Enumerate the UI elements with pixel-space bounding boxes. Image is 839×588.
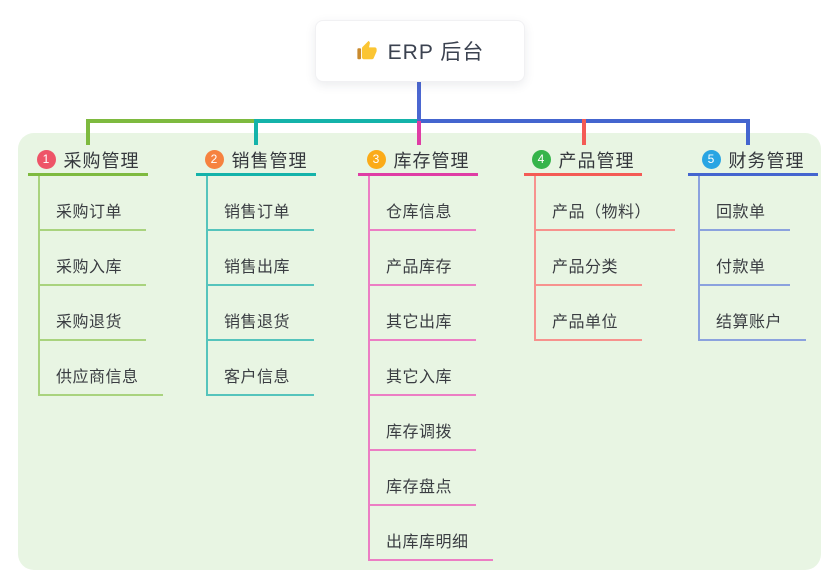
branch-label: 产品管理 [558, 150, 635, 171]
branch-children-product: 产品（物料） 产品分类 产品单位 [534, 176, 676, 341]
child-node[interactable]: 产品分类 [536, 231, 643, 286]
child-node[interactable]: 回款单 [700, 176, 790, 231]
child-node[interactable]: 库存调拨 [370, 396, 477, 451]
child-node[interactable]: 产品库存 [370, 231, 477, 286]
child-label: 结算账户 [716, 314, 783, 331]
branch-children-finance: 回款单 付款单 结算账户 [698, 176, 807, 341]
child-label: 客户信息 [224, 369, 291, 386]
child-label: 销售退货 [224, 314, 291, 331]
child-label: 其它出库 [386, 314, 453, 331]
child-label: 回款单 [716, 204, 766, 221]
child-node[interactable]: 产品（物料） [536, 176, 676, 231]
child-node[interactable]: 销售退货 [208, 286, 315, 341]
child-node[interactable]: 销售订单 [208, 176, 315, 231]
child-label: 产品（物料） [552, 204, 652, 221]
child-label: 销售出库 [224, 259, 291, 276]
child-node[interactable]: 库存盘点 [370, 451, 477, 506]
child-node[interactable]: 采购订单 [40, 176, 147, 231]
branch-title-product[interactable]: 4 产品管理 [524, 146, 642, 176]
child-node[interactable]: 采购退货 [40, 286, 147, 341]
child-label: 采购入库 [56, 259, 123, 276]
child-node[interactable]: 其它出库 [370, 286, 477, 341]
child-label: 付款单 [716, 259, 766, 276]
branch-number-badge: 3 [366, 150, 386, 169]
branch-number-badge: 5 [701, 150, 721, 169]
child-node[interactable]: 付款单 [700, 231, 790, 286]
child-node[interactable]: 客户信息 [208, 341, 315, 396]
branch-title-finance[interactable]: 5 财务管理 [688, 146, 818, 176]
child-label: 仓库信息 [386, 204, 453, 221]
branch-number-badge: 4 [531, 150, 551, 169]
root-label: ERP 后台 [387, 41, 485, 64]
branch-label: 采购管理 [63, 150, 140, 171]
child-node[interactable]: 采购入库 [40, 231, 147, 286]
branches-background-panel [18, 133, 821, 570]
child-label: 库存盘点 [386, 479, 453, 496]
child-label: 产品库存 [386, 259, 453, 276]
child-label: 库存调拨 [386, 424, 453, 441]
child-label: 产品单位 [552, 314, 619, 331]
child-node[interactable]: 出库库明细 [370, 506, 493, 561]
thumbs-up-icon [356, 40, 378, 62]
child-label: 出库库明细 [386, 534, 469, 551]
branch-title-inventory[interactable]: 3 库存管理 [358, 146, 478, 176]
branch-label: 财务管理 [728, 150, 805, 171]
branch-number-badge: 1 [36, 150, 56, 169]
branch-children-purchase: 采购订单 采购入库 采购退货 供应商信息 [38, 176, 163, 396]
branch-children-sales: 销售订单 销售出库 销售退货 客户信息 [206, 176, 315, 396]
child-node[interactable]: 结算账户 [700, 286, 807, 341]
root-node[interactable]: ERP 后台 [315, 20, 525, 82]
child-label: 产品分类 [552, 259, 619, 276]
branch-label: 销售管理 [231, 150, 308, 171]
branch-number-badge: 2 [204, 150, 224, 169]
branch-title-sales[interactable]: 2 销售管理 [196, 146, 316, 176]
child-label: 其它入库 [386, 369, 453, 386]
child-label: 采购订单 [56, 204, 123, 221]
child-node[interactable]: 产品单位 [536, 286, 643, 341]
child-node[interactable]: 仓库信息 [370, 176, 477, 231]
branch-label: 库存管理 [393, 150, 470, 171]
child-label: 销售订单 [224, 204, 291, 221]
child-label: 供应商信息 [56, 369, 139, 386]
child-node[interactable]: 供应商信息 [40, 341, 163, 396]
child-node[interactable]: 其它入库 [370, 341, 477, 396]
branch-children-inventory: 仓库信息 产品库存 其它出库 其它入库 库存调拨 库存盘点 出库库明细 [368, 176, 493, 561]
child-label: 采购退货 [56, 314, 123, 331]
branch-title-purchase[interactable]: 1 采购管理 [28, 146, 148, 176]
child-node[interactable]: 销售出库 [208, 231, 315, 286]
